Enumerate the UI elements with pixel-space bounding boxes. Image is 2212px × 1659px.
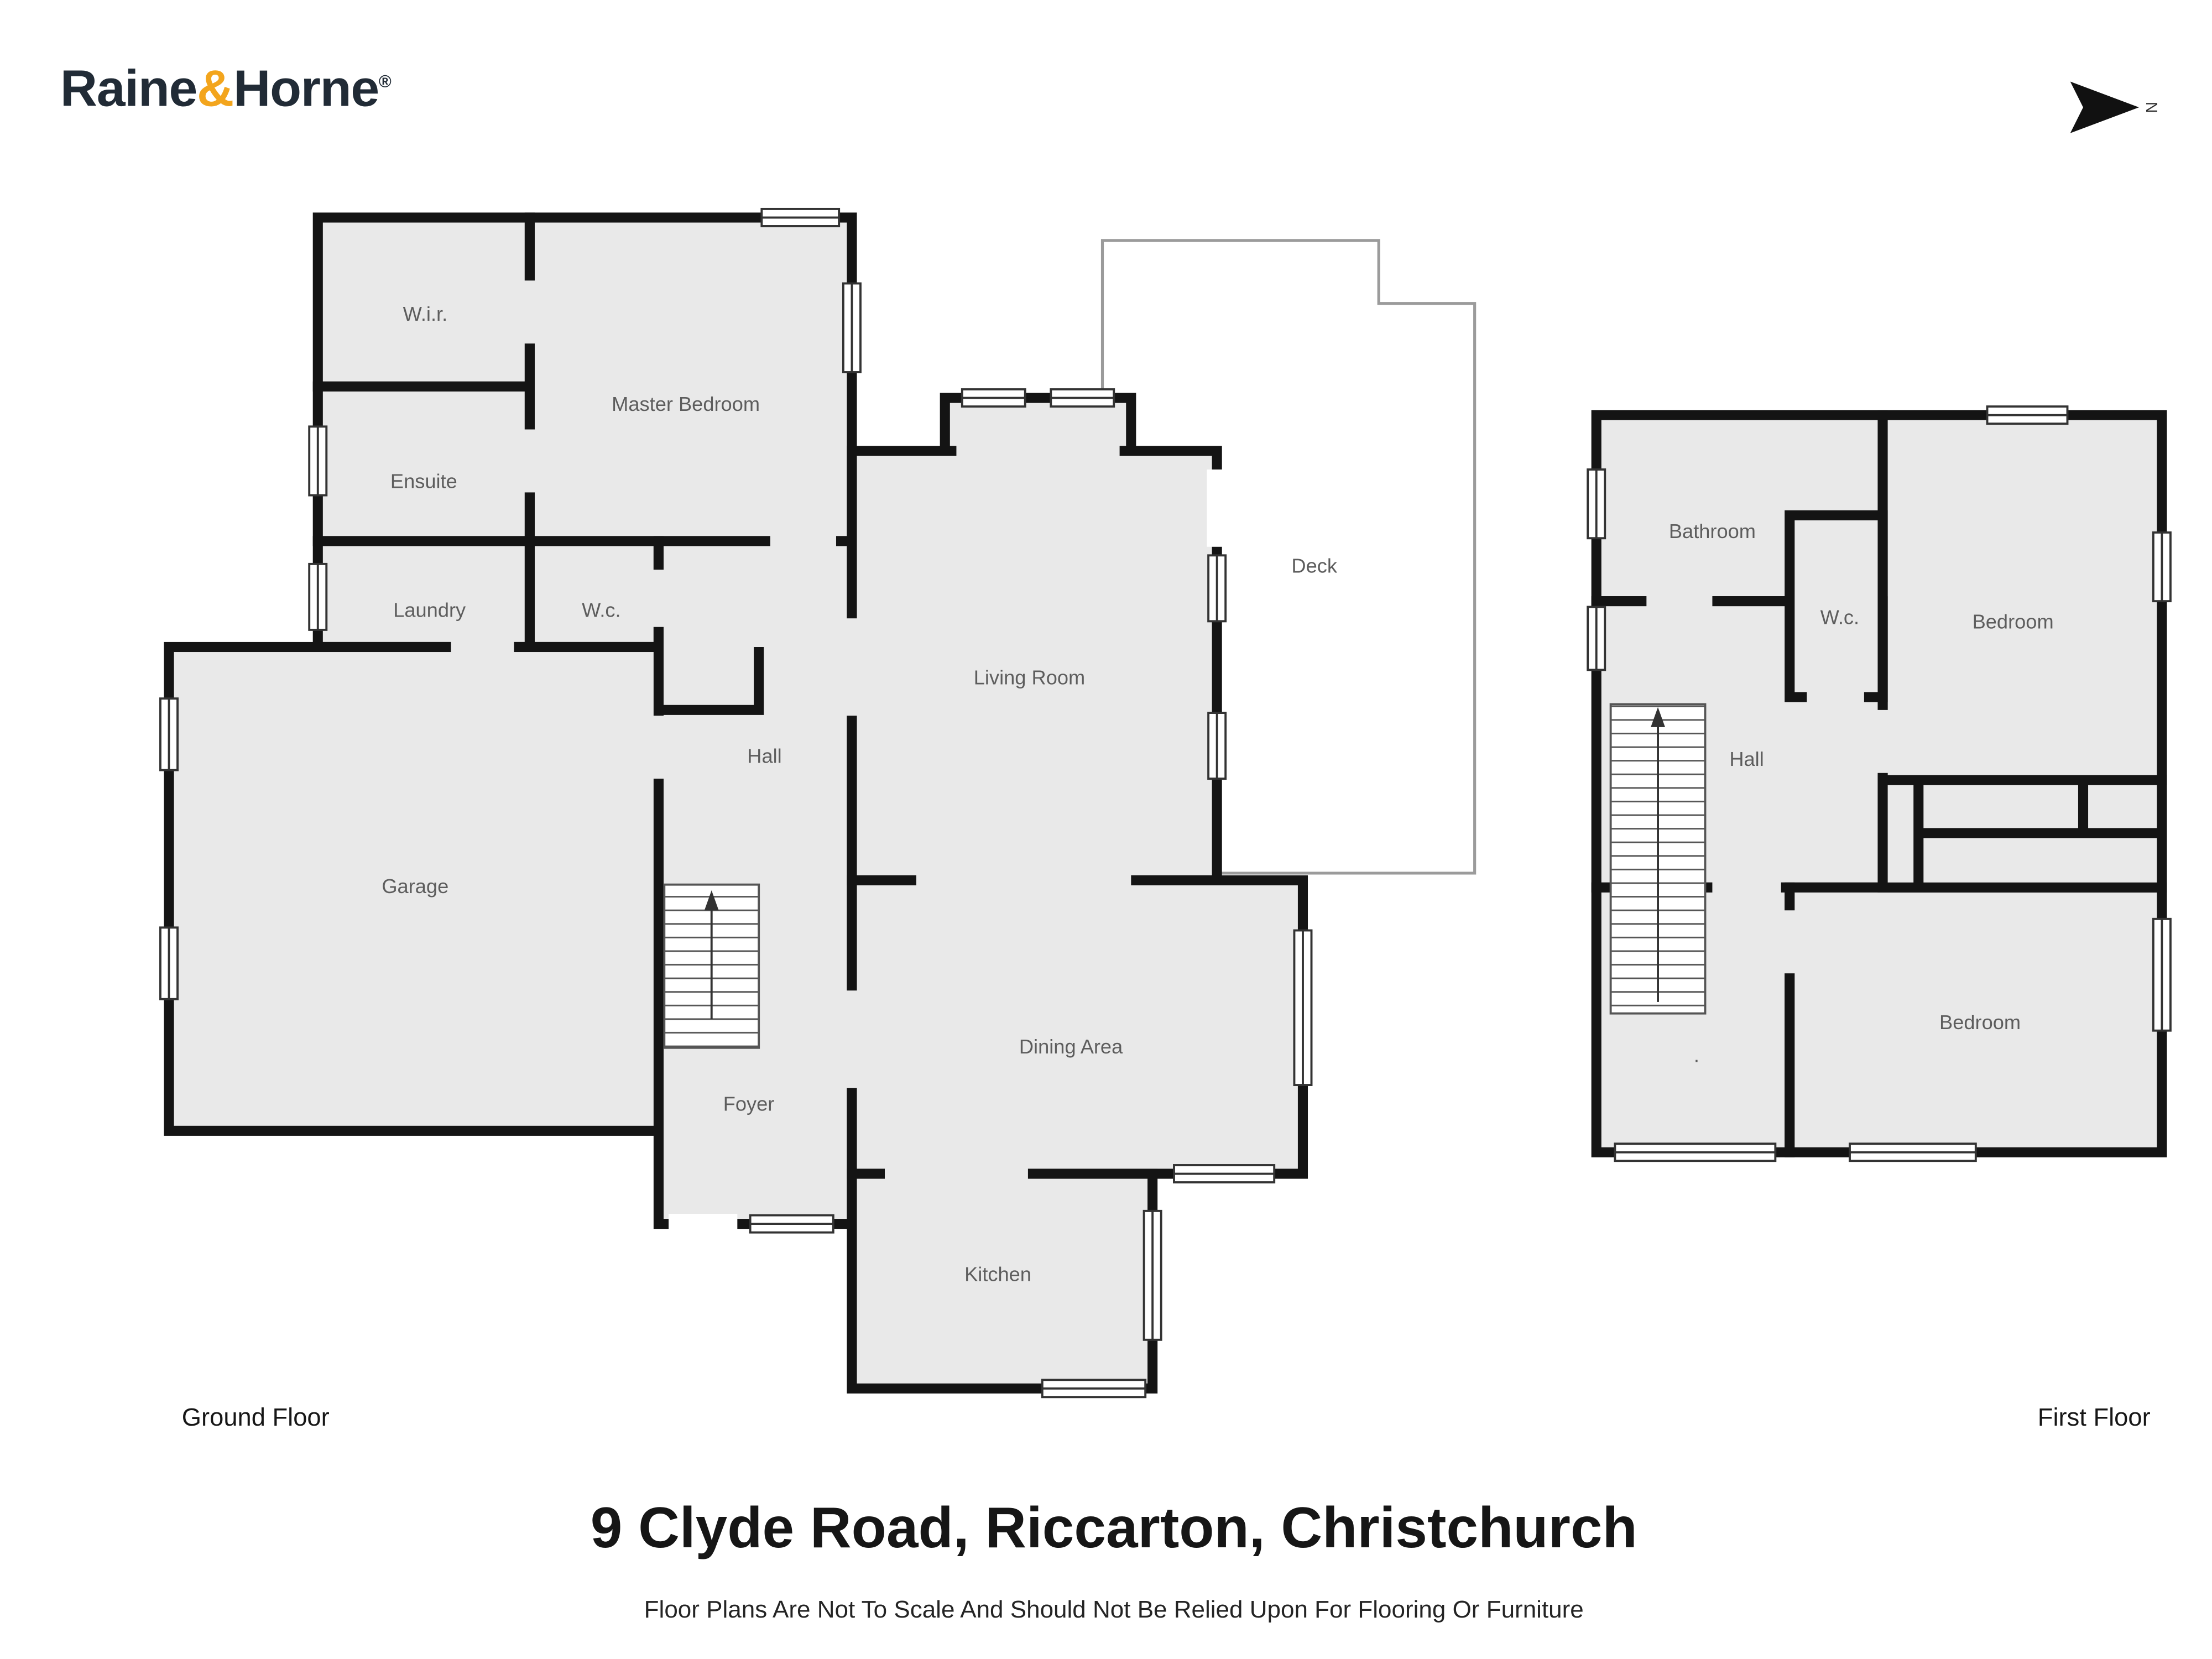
ground-floor-plan: W.i.r. Ensuite Master Bedroom Laundry W.…	[159, 207, 1477, 1399]
bedroom-rear-label: Bedroom	[1939, 1011, 2021, 1034]
logo-raine: Raine	[60, 60, 197, 117]
ground-stairs	[663, 883, 760, 1049]
wc-first-label: W.c.	[1820, 606, 1859, 629]
first-floor-plan: Bathroom W.c. Bedroom Hall Bedroom .	[1587, 405, 2172, 1162]
north-arrow-icon	[2070, 81, 2139, 133]
wir-label: W.i.r.	[403, 302, 448, 325]
dining-area-label: Dining Area	[1019, 1035, 1123, 1058]
first-room-labels: Bathroom W.c. Bedroom Hall Bedroom .	[1669, 520, 2054, 1066]
hall-ground-label: Hall	[747, 745, 781, 768]
room-wc-ground	[524, 536, 664, 653]
disclaimer-text: Floor Plans Are Not To Scale And Should …	[644, 1596, 1584, 1623]
kitchen-label: Kitchen	[964, 1263, 1031, 1286]
first-floor-caption: First Floor	[2038, 1403, 2151, 1431]
garage-label: Garage	[382, 875, 448, 898]
deck-label: Deck	[1291, 554, 1337, 577]
first-windows	[1587, 405, 2172, 1162]
room-dining	[847, 875, 1308, 1179]
ensuite-label: Ensuite	[390, 470, 457, 493]
wc-ground-label: W.c.	[582, 599, 620, 622]
room-hall-foyer	[653, 536, 857, 1229]
room-master-bedroom	[524, 212, 857, 546]
hall-closet-wall	[662, 646, 764, 715]
room-bedroom-rear	[1785, 882, 2167, 1157]
ground-door-gaps	[451, 280, 1227, 1234]
first-door-gaps	[1646, 591, 1893, 974]
landing-mark-label: .	[1694, 1044, 1699, 1067]
raine-horne-logo: Raine&Horne®	[60, 60, 392, 117]
foyer-label: Foyer	[723, 1093, 775, 1115]
ground-floor-caption: Ground Floor	[182, 1403, 330, 1431]
living-room-label: Living Room	[974, 666, 1085, 688]
master-bedroom-label: Master Bedroom	[612, 393, 760, 415]
hall-first-label: Hall	[1729, 748, 1764, 770]
room-bedroom-front	[1877, 410, 2167, 785]
address-title: 9 Clyde Road, Riccarton, Christchurch	[591, 1495, 1637, 1559]
room-ensuite	[312, 381, 535, 546]
first-stairs	[1609, 703, 1707, 1015]
ground-rooms	[164, 212, 1308, 1394]
bathroom-label: Bathroom	[1669, 520, 1756, 542]
room-wc-first	[1785, 510, 1888, 702]
room-laundry	[312, 536, 535, 653]
north-arrow: N	[2070, 81, 2160, 133]
room-wir	[312, 212, 535, 392]
logo-horne: Horne	[233, 60, 379, 117]
logo-ampersand: &	[197, 60, 233, 117]
ground-room-labels: W.i.r. Ensuite Master Bedroom Laundry W.…	[382, 302, 1337, 1286]
ground-windows	[159, 207, 1313, 1399]
bedroom-front-label: Bedroom	[1973, 610, 2054, 633]
north-label: N	[2142, 102, 2160, 113]
room-garage	[164, 641, 664, 1136]
logo-registered-mark: ®	[379, 72, 392, 91]
laundry-label: Laundry	[393, 599, 466, 622]
